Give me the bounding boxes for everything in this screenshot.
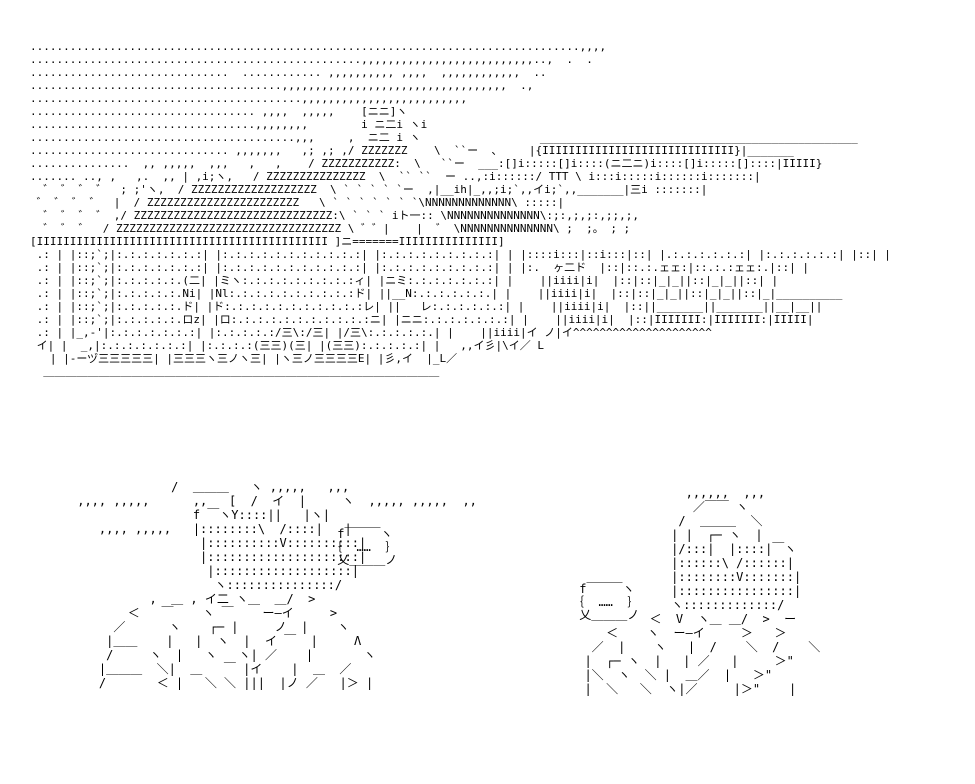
left-character-ascii-art: / ＿＿＿ ヽ ,,,,, ,,, ,,,, ,,,,, ,, [ / イ | … [77,480,477,690]
right-speech-bubble: f￣￣￣ヽ ｛ …… ｝ 乂＿＿＿ノ [572,582,640,622]
left-speech-bubble: f￣￣￣ヽ ｛ …… ｝ 乂＿＿＿ノ [330,527,398,567]
house-ascii-art: ........................................… [30,40,891,378]
right-character-ascii-art: ,,,,,, ,,, ／￣￣ ヽ / ＿＿＿ ＼ | | ┌─ ヽ | |/::… [584,486,821,696]
